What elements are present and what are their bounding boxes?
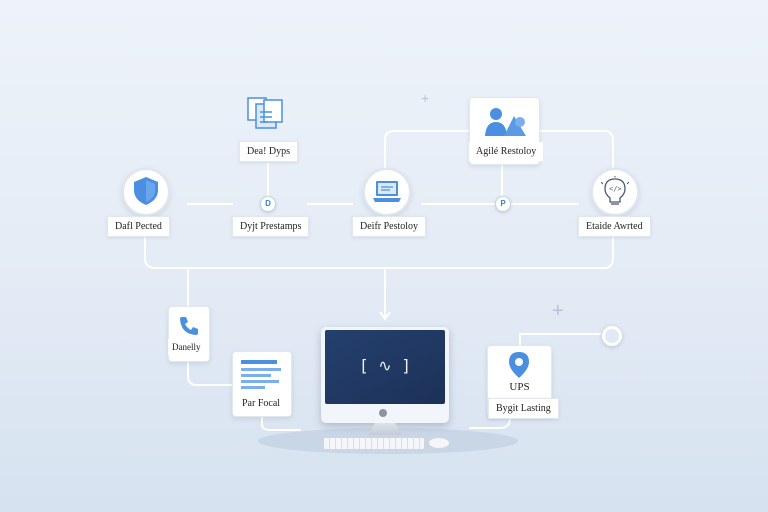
- computer-icon: [ ∿ ]: [321, 327, 449, 423]
- top-users-label: Agilé Restoloy: [469, 142, 544, 161]
- logo-icon: [379, 409, 387, 417]
- computer-screen: [ ∿ ]: [325, 330, 445, 404]
- plus-decoration: +: [421, 90, 430, 106]
- documents-icon: [244, 96, 288, 136]
- mouse: [428, 437, 450, 449]
- document-card: Par Focal: [232, 351, 292, 417]
- ring-decoration: [602, 326, 622, 346]
- bottom-location-label: Bygit Lasting: [488, 398, 559, 419]
- plus-decoration: +: [552, 300, 564, 322]
- lightbulb-node: </>: [591, 168, 639, 216]
- mid-laptop-label: Deifr Pestoloy: [352, 216, 427, 237]
- users-card: Agilé Restoloy: [469, 97, 544, 165]
- keyboard: [323, 437, 425, 450]
- mid-shield-label: Dafl Pected: [107, 216, 170, 237]
- monitor-stand: [368, 423, 402, 435]
- bottom-document-label: Par Focal: [235, 394, 288, 413]
- users-icon: [482, 104, 528, 143]
- shield-icon: [133, 176, 159, 211]
- phone-icon: [178, 315, 200, 342]
- shield-node: [122, 168, 170, 216]
- phone-card: Danelly: [168, 306, 210, 362]
- location-pin-icon: [508, 351, 530, 384]
- top-documents-label: Dea! Dyps: [239, 141, 299, 162]
- laptop-icon: [372, 179, 402, 210]
- svg-text:</>: </>: [609, 185, 622, 193]
- document-icon: [241, 360, 283, 395]
- screen-text: [ ∿ ]: [359, 356, 411, 375]
- connector-dot: D: [260, 196, 276, 212]
- lightbulb-icon: </>: [600, 176, 630, 213]
- connector-dot: P: [495, 196, 511, 212]
- mid-bulb-label: Etaide Awrted: [578, 216, 651, 237]
- bottom-phone-label: Danelly: [168, 339, 205, 355]
- location-card-text: UPS: [509, 381, 530, 393]
- mid-label-2: Dyjt Prestamps: [232, 216, 310, 237]
- laptop-node: [363, 168, 411, 216]
